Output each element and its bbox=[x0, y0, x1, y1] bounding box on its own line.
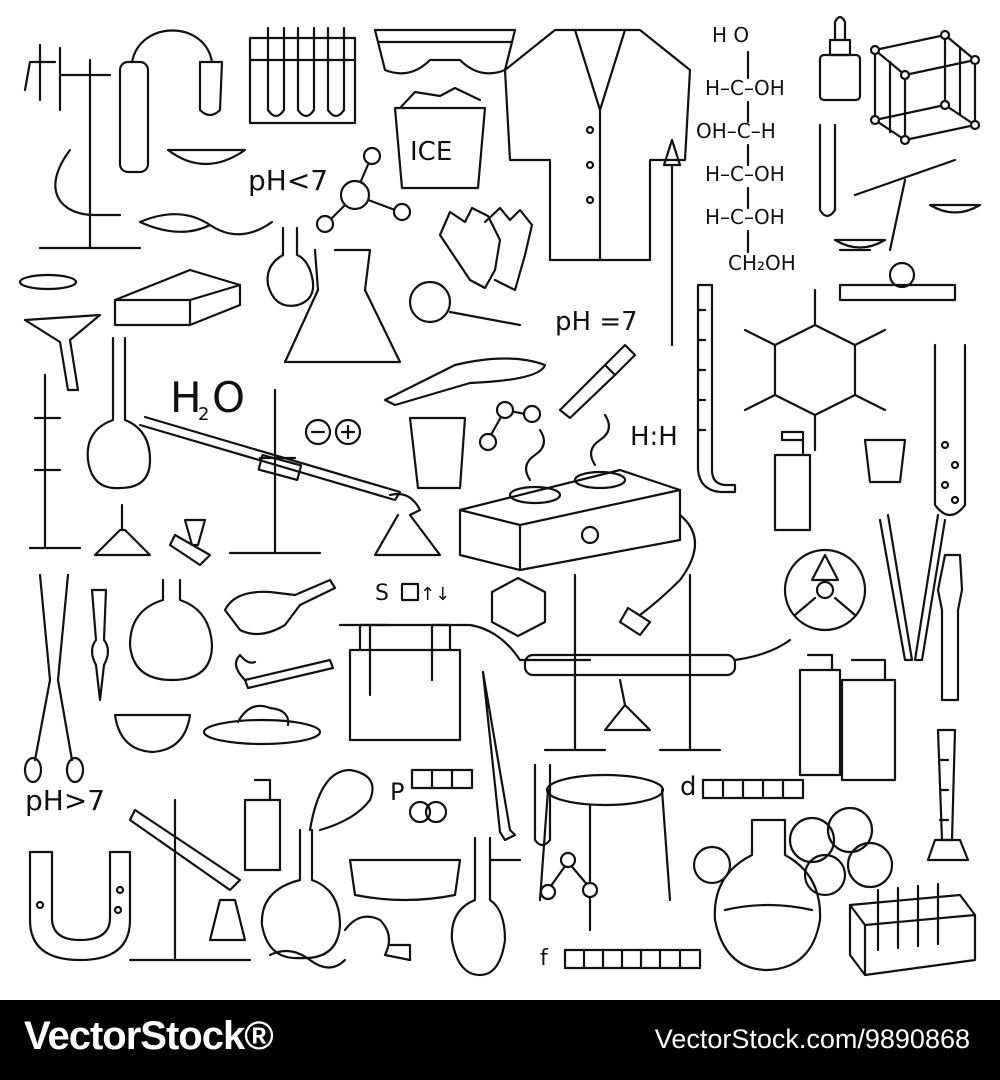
hot-plate bbox=[458, 413, 697, 637]
f-orbital-boxes bbox=[563, 948, 702, 970]
volumetric-flask bbox=[128, 578, 214, 682]
liquid-flask bbox=[713, 818, 822, 972]
evaporating-dish bbox=[166, 148, 247, 166]
bowl bbox=[113, 713, 192, 754]
test-tube-rack-small bbox=[848, 882, 977, 977]
bulb-pipette bbox=[343, 915, 412, 962]
scalpel bbox=[936, 553, 964, 702]
molecule-triangle bbox=[539, 851, 599, 901]
rubber-gloves bbox=[438, 206, 534, 292]
tweezers bbox=[878, 513, 947, 662]
ice-label: ICE bbox=[410, 137, 452, 167]
radiation-symbol bbox=[783, 548, 867, 632]
stopper bbox=[168, 518, 212, 567]
dish-with-sample bbox=[202, 704, 322, 746]
dropper-pipette bbox=[558, 343, 637, 420]
vectorstock-logo: VectorStock® bbox=[24, 1014, 274, 1058]
crucible-tongs bbox=[23, 573, 85, 784]
image-id: VectorStock.com/9890868 bbox=[654, 1024, 970, 1054]
squiggle-tubing bbox=[268, 949, 347, 969]
match-box bbox=[113, 268, 242, 327]
hexagon bbox=[490, 576, 547, 638]
safety-goggles bbox=[373, 28, 517, 75]
molecule-chain bbox=[478, 400, 542, 452]
f-orbital-label: f bbox=[540, 946, 549, 971]
molecule-model bbox=[315, 146, 412, 234]
match bbox=[234, 653, 335, 690]
gas-washing-bottle bbox=[338, 623, 592, 742]
dropper-bottle bbox=[818, 15, 862, 102]
test-tube-with-bubbles bbox=[933, 343, 967, 517]
glucose-row-2: OH–C–H bbox=[696, 119, 776, 143]
test-tube bbox=[818, 123, 837, 218]
hh-label: H:H bbox=[630, 422, 678, 452]
small-cup bbox=[863, 438, 907, 484]
scoop bbox=[223, 578, 337, 636]
medicine-bottle bbox=[773, 430, 812, 532]
magnifying-glass bbox=[408, 280, 522, 327]
round-bottom-flask bbox=[266, 226, 315, 307]
h2o-o: O bbox=[212, 373, 245, 422]
footer-bar: VectorStock® VectorStock.com/9890868 bbox=[0, 1000, 1000, 1080]
spheres bbox=[692, 806, 894, 897]
beaker-small bbox=[408, 416, 467, 490]
small-test-tube bbox=[533, 763, 552, 847]
u-tube bbox=[28, 850, 132, 962]
glucose-row-5: CH₂OH bbox=[728, 251, 796, 275]
d-orbital-boxes bbox=[701, 778, 805, 800]
ph-neutral-label: pH =7 bbox=[555, 307, 638, 337]
h-atoms bbox=[408, 800, 448, 824]
flask-with-bulb bbox=[260, 768, 374, 960]
crystal-lattice bbox=[869, 29, 981, 146]
pipe-clamp bbox=[138, 213, 274, 236]
s-orbital-box bbox=[400, 582, 420, 602]
burette-stand bbox=[696, 283, 737, 494]
test-tube-rack bbox=[248, 26, 357, 125]
glucose-row-4: H–C–OH bbox=[705, 205, 785, 229]
glass-rod bbox=[481, 670, 517, 842]
h2o-label: H 2 O bbox=[170, 373, 245, 425]
distillation-apparatus bbox=[28, 336, 442, 557]
graduated-cylinder bbox=[926, 728, 970, 862]
s-arrows: ↑↓ bbox=[420, 584, 450, 605]
glucose-row-3: H–C–OH bbox=[705, 162, 785, 186]
combustion-tube-setup bbox=[523, 573, 792, 752]
p-orbital-label: P bbox=[390, 778, 404, 806]
h2o-h: H bbox=[170, 373, 202, 422]
plastic-bottle bbox=[243, 778, 282, 872]
ph-base-label: pH>7 bbox=[25, 784, 105, 817]
chemistry-doodle-illustration: ICE H O H–C–OH OH–C–H H–C–OH H–C–OH CH₂O… bbox=[18, 15, 982, 977]
p-orbital-boxes bbox=[410, 768, 474, 790]
bunsen-burner-stand bbox=[128, 798, 252, 962]
tripod-stand bbox=[538, 773, 672, 932]
retort-stand-with-tubing bbox=[23, 29, 224, 250]
h2o-sub: 2 bbox=[198, 404, 209, 425]
ph-acid-label: pH<7 bbox=[248, 164, 328, 197]
petri-dish bbox=[18, 273, 78, 291]
glucose-structure: H O H–C–OH OH–C–H H–C–OH H–C–OH CH₂OH bbox=[696, 23, 796, 275]
funnel bbox=[23, 313, 102, 392]
tall-flask bbox=[450, 836, 522, 977]
s-orbital-label: S bbox=[375, 581, 389, 606]
spatula-brush bbox=[662, 138, 682, 347]
balance-scale bbox=[833, 158, 982, 302]
ions bbox=[304, 418, 362, 446]
glucose-top: H O bbox=[712, 23, 749, 47]
glucose-row-1: H–C–OH bbox=[705, 76, 785, 100]
twin-bottles bbox=[798, 653, 897, 782]
stopcock bbox=[90, 588, 110, 702]
lab-coat bbox=[503, 28, 692, 262]
spatula-scoop bbox=[383, 357, 547, 407]
benzene-ring-model bbox=[743, 288, 887, 452]
ice-bucket: ICE bbox=[393, 86, 487, 190]
erlenmeyer-flask bbox=[283, 248, 402, 364]
basin bbox=[348, 858, 462, 902]
d-orbital-label: d bbox=[680, 772, 697, 802]
